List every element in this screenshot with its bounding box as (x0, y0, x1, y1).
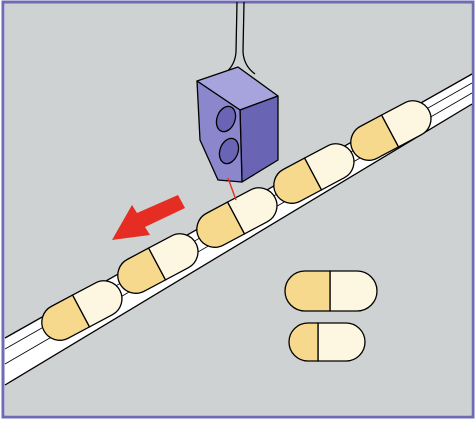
loose-capsule (284, 270, 378, 312)
sensor-lens (218, 137, 240, 165)
loose-capsule (288, 322, 366, 362)
sensor-head (196, 66, 279, 183)
direction-arrow (112, 195, 185, 240)
sensor-lens (215, 105, 237, 133)
sensor-beam (227, 177, 237, 201)
